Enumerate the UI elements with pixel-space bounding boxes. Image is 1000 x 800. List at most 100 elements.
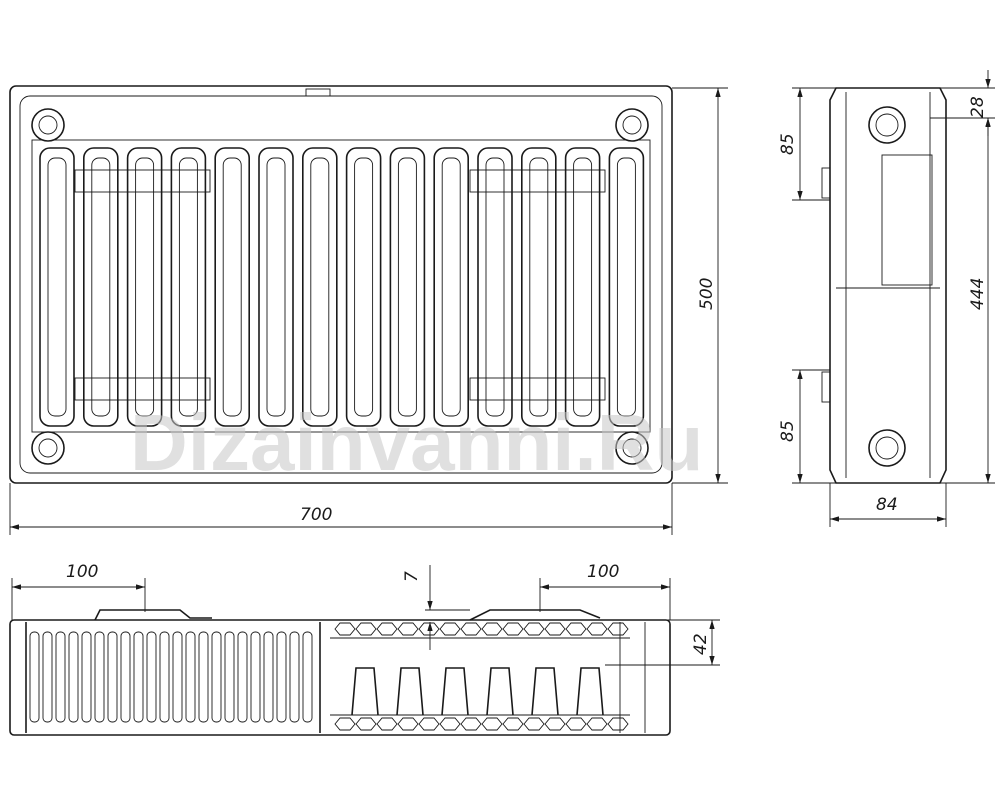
front-outer-frame bbox=[9, 85, 673, 484]
plug-inner bbox=[38, 438, 58, 458]
convector-fin bbox=[94, 631, 105, 723]
radiator-fin-inner bbox=[266, 157, 286, 417]
panel-channel-top bbox=[607, 622, 629, 636]
radiator-fin-inner bbox=[135, 157, 155, 417]
panel-channel-bottom bbox=[460, 717, 482, 731]
dim-width-700: 700 bbox=[300, 505, 332, 525]
dim-depth-84: 84 bbox=[876, 495, 898, 515]
panel-channel-top bbox=[334, 622, 356, 636]
radiator-fin bbox=[83, 147, 119, 427]
convector-fin bbox=[107, 631, 118, 723]
radiator-fin-inner bbox=[529, 157, 549, 417]
side-outline bbox=[829, 87, 947, 484]
panel-channel-top bbox=[523, 622, 545, 636]
panel-channel bbox=[576, 667, 604, 716]
radiator-fin-inner bbox=[310, 157, 330, 417]
convector-fin bbox=[263, 631, 274, 723]
panel-channel-bottom bbox=[334, 717, 356, 731]
radiator-fin-inner bbox=[222, 157, 242, 417]
convector-fin bbox=[42, 631, 53, 723]
panel-channel-top bbox=[586, 622, 608, 636]
panel-channel-top bbox=[502, 622, 524, 636]
plug-inner bbox=[622, 438, 642, 458]
panel-channel-bottom bbox=[376, 717, 398, 731]
radiator-fin bbox=[520, 147, 557, 427]
radiator-fin-inner bbox=[485, 157, 505, 417]
dim-gap-7: 7 bbox=[402, 571, 422, 582]
front-plugs bbox=[31, 108, 649, 465]
convector-fin bbox=[224, 631, 235, 723]
side-view: 28 444 85 85 84 bbox=[778, 70, 995, 527]
convector-fin bbox=[289, 631, 300, 723]
left-bracket bbox=[94, 609, 212, 621]
dim-right-bracket-100: 100 bbox=[587, 562, 619, 582]
panel-channel-bottom bbox=[565, 717, 587, 731]
convector-fin bbox=[146, 631, 157, 723]
watermark: Dizainvanni.Ru bbox=[130, 398, 703, 487]
radiator-fin bbox=[564, 147, 601, 427]
convector-fin bbox=[55, 631, 66, 723]
convector-fin bbox=[211, 631, 222, 723]
dim-upper-85: 85 bbox=[778, 133, 798, 155]
panel-channel bbox=[396, 667, 424, 716]
radiator-fin-inner bbox=[47, 157, 67, 417]
radiator-fin bbox=[170, 147, 207, 427]
radiator-fin bbox=[258, 147, 294, 427]
plug-icon bbox=[31, 108, 65, 142]
dim-lower-85: 85 bbox=[778, 420, 798, 442]
right-bracket bbox=[469, 609, 601, 621]
panel-channel-bottom bbox=[544, 717, 566, 731]
front-view: 500 700 bbox=[9, 85, 728, 535]
dim-connection-42: 42 bbox=[691, 633, 711, 655]
dim-height-500: 500 bbox=[697, 278, 717, 310]
panel-channel-top bbox=[397, 622, 419, 636]
convector-fin bbox=[237, 631, 248, 723]
radiator-fin-inner bbox=[178, 157, 198, 417]
front-inner-frame bbox=[19, 95, 663, 474]
front-top-clip bbox=[305, 88, 331, 97]
top-left-fins bbox=[29, 631, 313, 723]
panel-channel-bottom bbox=[586, 717, 608, 731]
dim-center-444: 444 bbox=[968, 278, 988, 310]
panel-channel bbox=[441, 667, 469, 716]
plug-icon bbox=[31, 431, 65, 465]
upper-connection-circle bbox=[868, 106, 906, 144]
radiator-fin bbox=[39, 147, 75, 427]
convector-fin bbox=[302, 631, 313, 723]
plug-inner bbox=[622, 115, 642, 135]
front-fin-area bbox=[31, 139, 651, 433]
panel-channel-bottom bbox=[355, 717, 377, 731]
convector-fin bbox=[172, 631, 183, 723]
radiator-fin bbox=[301, 147, 338, 427]
top-right-fins bbox=[334, 622, 629, 731]
plug-icon bbox=[615, 431, 649, 465]
radiator-fin-inner bbox=[616, 157, 636, 417]
convector-fin bbox=[276, 631, 287, 723]
panel-channel-top bbox=[481, 622, 503, 636]
panel-channel bbox=[486, 667, 514, 716]
radiator-fin bbox=[477, 147, 513, 427]
plug-inner bbox=[38, 115, 58, 135]
convector-fin bbox=[250, 631, 261, 723]
panel-channel-bottom bbox=[439, 717, 461, 731]
panel-channel-bottom bbox=[523, 717, 545, 731]
convector-fin bbox=[29, 631, 40, 723]
radiator-fin-inner bbox=[91, 157, 111, 417]
top-view: 100 100 7 42 bbox=[9, 562, 720, 736]
panel-channel-top bbox=[460, 622, 482, 636]
panel-channel bbox=[351, 667, 379, 716]
panel-channel-bottom bbox=[607, 717, 629, 731]
panel-channel-top bbox=[544, 622, 566, 636]
radiator-fin-inner bbox=[397, 157, 417, 417]
convector-fin bbox=[81, 631, 92, 723]
top-outline bbox=[9, 619, 671, 736]
lower-connection-circle bbox=[868, 429, 906, 467]
panel-channel-top bbox=[355, 622, 377, 636]
radiator-fin bbox=[345, 147, 382, 427]
panel-channel-top bbox=[376, 622, 398, 636]
convector-fin bbox=[133, 631, 144, 723]
convector-fin bbox=[120, 631, 131, 723]
plug-icon bbox=[615, 108, 649, 142]
